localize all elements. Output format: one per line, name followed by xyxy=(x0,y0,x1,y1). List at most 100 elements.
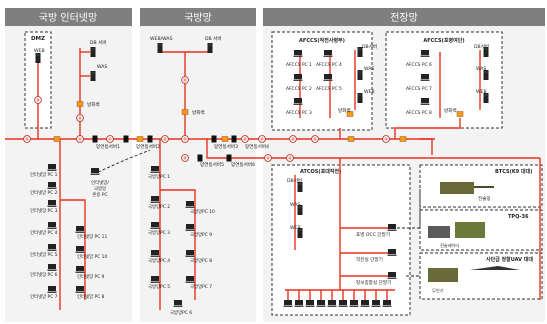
inet-firewall-label: 방화벽 xyxy=(87,101,100,108)
def-pc-label: 국방망PC 3 xyxy=(148,229,170,236)
inet-pc-6-base xyxy=(48,292,57,294)
inet-pc-2-base xyxy=(48,206,57,208)
def-pc-2-base xyxy=(151,228,160,230)
shared-pc-label-line: 혼용 PC xyxy=(92,191,107,198)
afccs-b-fw-label: 방화벽 xyxy=(444,107,457,114)
afccs-b-db-label: DB서버 xyxy=(474,43,489,50)
tpq-label: TPQ-36 xyxy=(508,214,529,220)
def-db-server xyxy=(208,43,213,53)
afccs-a-pc-3-base xyxy=(324,80,333,82)
atcos-box xyxy=(272,165,410,315)
atcos-pc-0-base xyxy=(284,306,293,308)
afccs-a-pc-1-base xyxy=(324,56,333,58)
inet-pc-5 xyxy=(48,264,56,269)
def-pc-3 xyxy=(151,250,159,255)
def-pc-1-base xyxy=(151,202,160,204)
inet-pc-4-base xyxy=(48,250,57,252)
link-server-2 xyxy=(148,136,153,143)
inet-pc-3 xyxy=(48,222,56,227)
afccs-a-pc-2-base xyxy=(294,80,303,82)
zone-defense-title: 국방망 xyxy=(184,12,212,24)
def-pc-r-label: 국방망PC 9 xyxy=(190,231,212,238)
def-pc-r-2 xyxy=(186,250,194,255)
inet-pc-1 xyxy=(48,182,56,187)
inet-pc-label: 인터넷망 PC 6 xyxy=(30,271,58,278)
shared-pc-label-line: 인터넷망/ xyxy=(91,179,109,186)
intel-terminal xyxy=(388,272,396,277)
def-pc-label: 국방망PC 5 xyxy=(148,283,170,290)
afccs-b-pc-label: AFCCS PC 6 xyxy=(406,62,432,68)
shared-pc xyxy=(91,168,99,173)
afccs-a-pc-label: AFCCS PC 2 xyxy=(286,86,312,92)
def-db-label: DB 서버 xyxy=(205,35,222,42)
intel-terminal-base xyxy=(388,278,397,280)
occ-terminal xyxy=(388,224,396,229)
backbone-firewall-2 xyxy=(222,137,228,142)
inet-pc-2 xyxy=(48,200,56,205)
def-webwas-label: WEB/WAS xyxy=(150,36,173,42)
dmz-web-server xyxy=(36,53,41,63)
backbone-firewall-3 xyxy=(348,137,354,142)
atcos-web-label: WEB xyxy=(290,225,301,231)
shared-pc-base xyxy=(91,174,100,176)
afccs-a-pc-2 xyxy=(294,74,302,79)
inet-firewall xyxy=(77,102,83,107)
atcos-pc-5-base xyxy=(339,306,348,308)
inet-pc-r-2-base xyxy=(76,272,85,274)
inet-pc-1-base xyxy=(48,188,57,190)
inet-pc-5-base xyxy=(48,270,57,272)
link-6-label: 망연동서버6 xyxy=(231,161,255,168)
atcos-pc-9-base xyxy=(383,306,392,308)
inet-was-server xyxy=(91,71,96,81)
def-pc-3-base xyxy=(151,256,160,258)
afccs-b-pc-2-base xyxy=(421,104,430,106)
def-pc-r-label: 국방망PC 7 xyxy=(190,283,212,290)
tpq-radar-icon xyxy=(428,226,450,238)
k9-barrel xyxy=(474,186,494,188)
atcos-pc-8 xyxy=(372,300,380,305)
inet-pc-0 xyxy=(48,164,56,169)
def-pc-r-3-base xyxy=(186,282,195,284)
intel-label: 정보종합실 단말기 xyxy=(356,279,391,286)
atcos-label: ATCOS(포대작전) xyxy=(300,168,341,175)
afccs-b-pc-0 xyxy=(421,50,429,55)
uav-label: 사단급 정찰UAV 대대 xyxy=(486,256,533,263)
afccs-b-pc-1 xyxy=(421,74,429,79)
afccs-a-web xyxy=(358,93,363,103)
inet-pc-r-label: 인터넷망 PC 8 xyxy=(77,293,105,300)
inet-db-label: DB 서버 xyxy=(90,39,107,46)
afccs-a-fw-label: 방화벽 xyxy=(338,107,351,114)
afccs-b-pc-1-base xyxy=(421,80,430,82)
def-pc-4-base xyxy=(151,282,160,284)
inet-pc-r-0-base xyxy=(76,232,85,234)
def-pc-6 xyxy=(174,300,182,305)
def-firewall-label: 방화벽 xyxy=(192,109,205,116)
inet-pc-4 xyxy=(48,244,56,249)
atcos-pc-3 xyxy=(317,300,325,305)
def-pc-0 xyxy=(151,166,159,171)
atcos-pc-1 xyxy=(295,300,303,305)
fire-label: 작전실 단말기 xyxy=(356,256,383,263)
shared-pc-label-line: 국방망 xyxy=(94,185,106,192)
zone-internet-title: 국방 인터넷망 xyxy=(39,12,97,24)
afccs-a-web-label: WEB xyxy=(364,89,375,95)
def-pc-r-3 xyxy=(186,276,194,281)
link-server-5 xyxy=(198,155,203,162)
def-pc-2 xyxy=(151,222,159,227)
inet-pc-label: 인터넷망 PC 7 xyxy=(30,293,58,300)
inet-pc-r-label: 인터넷망 PC 10 xyxy=(77,253,107,260)
inet-db-server xyxy=(91,47,96,57)
inet-pc-r-1 xyxy=(76,246,84,251)
link-3-label: 망연동서버3 xyxy=(214,143,238,150)
atcos-pc-6-base xyxy=(350,306,359,308)
atcos-db-label: DB서버 xyxy=(287,177,302,184)
inet-pc-r-3-base xyxy=(76,292,85,294)
inet-pc-r-1-base xyxy=(76,252,85,254)
afccs-b-web-label: WEB xyxy=(476,89,487,95)
afccs-a-pc-label: AFCCS PC 4 xyxy=(316,62,342,68)
inet-pc-6 xyxy=(48,286,56,291)
inet-pc-3-base xyxy=(48,228,57,230)
inet-pc-label: 인터넷망 PC 3 xyxy=(30,207,58,214)
inet-pc-label: 인터넷망 PC 2 xyxy=(30,189,58,196)
